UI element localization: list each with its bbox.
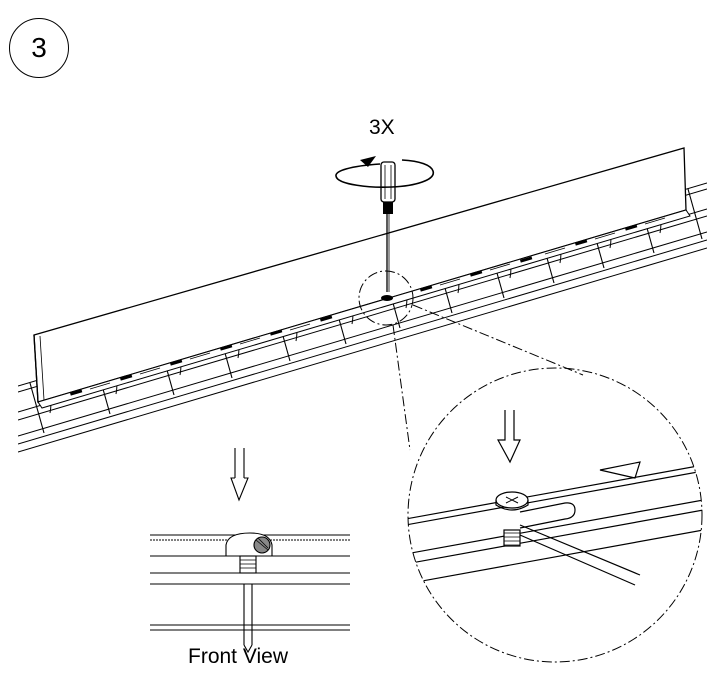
screwdriver-icon <box>380 161 396 292</box>
detail-callout <box>358 270 703 663</box>
front-view <box>150 448 350 654</box>
detail-view <box>408 410 702 586</box>
front-view-label: Front View <box>188 645 288 668</box>
rotation-arrow-icon <box>335 156 434 188</box>
step-number-badge: 3 <box>9 18 69 78</box>
repeat-count-label: 3X <box>369 116 395 139</box>
divider-plate <box>33 147 691 409</box>
step-number: 3 <box>31 32 47 63</box>
